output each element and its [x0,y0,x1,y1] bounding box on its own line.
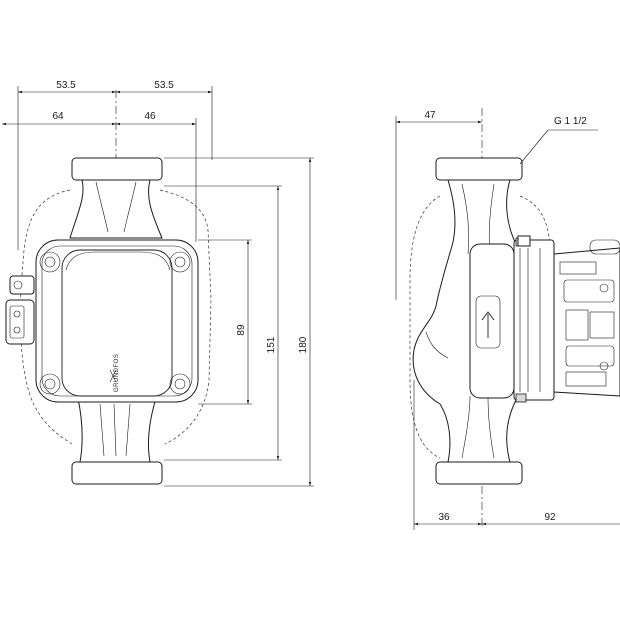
front-top-neck [69,179,163,239]
dim-side-bottom: 36 92 [413,380,620,530]
side-electronics-housing [553,247,620,397]
front-top-flange [71,157,163,181]
dim-vertical-180: 180 [164,157,314,487]
screw-boss-bottom-right [169,373,191,395]
screw-boss-top-right [169,251,191,273]
side-view: 47 G 1 1/2 36 92 [395,108,620,530]
dim-front-second-right: 46 [144,111,156,122]
dim-side-top-label: 47 [424,110,436,121]
front-bottom-flange [71,461,163,485]
brand-label: GRUNDFOS [114,354,120,392]
flow-direction-arrow-icon [481,311,495,338]
dim-side-bottom-left: 36 [438,512,450,523]
side-top-flange [435,157,523,181]
front-control-box-outer [35,239,199,403]
screw-boss-top-left [39,251,61,273]
dim-side-bottom-right: 92 [544,512,556,523]
side-envelope-outline [409,195,551,459]
screw-boss-bottom-left [39,373,61,395]
thread-label: G 1 1/2 [554,116,587,127]
dim-front-second-left: 64 [52,111,64,122]
dim-vertical-151: 151 [164,185,282,461]
front-bottom-neck [77,397,157,463]
dim-front-top-right: 53.5 [154,80,174,91]
dim-front-height-total: 180 [298,336,309,353]
front-face-panel [61,249,173,397]
dim-row-1: 53.5 53.5 [17,80,213,250]
front-connector-plug [5,275,35,345]
dim-vertical-89: 89 [198,239,252,405]
dim-row-2: 64 46 [2,111,197,242]
front-envelope-outline [19,189,212,445]
dim-front-height-mid: 151 [266,336,277,353]
side-flow-panel [469,243,515,399]
front-view: GRUNDFOS 53.5 53.5 64 46 [2,80,314,487]
dim-front-height-inner: 89 [236,324,247,336]
dim-side-top: 47 [395,110,482,300]
dim-front-top-left: 53.5 [56,80,76,91]
side-bottom-flange [435,461,523,485]
grundfos-logo [109,369,117,383]
thread-callout: G 1 1/2 [519,116,598,165]
